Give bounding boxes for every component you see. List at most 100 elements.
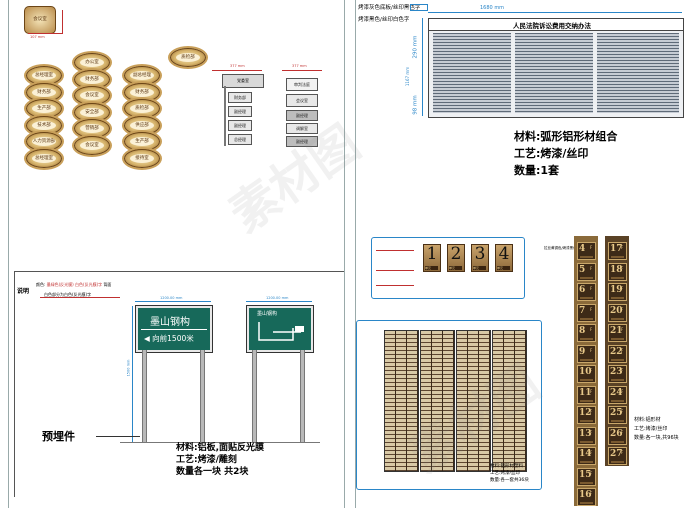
oval-plaque-extra: 质检部 <box>170 48 206 67</box>
room-tile-strip <box>580 420 593 422</box>
room-number: 26 <box>610 428 623 439</box>
sign1-pole-left <box>142 350 147 442</box>
room-floor-suffix: F <box>621 429 624 435</box>
room-number: 6 <box>579 285 586 295</box>
board-side-dim-2: 1167 mm <box>405 66 411 87</box>
note-line-1-d: 背面 <box>103 282 112 287</box>
top-plaque-dimension-v <box>62 10 63 34</box>
unit-card-suffix: 单元 <box>497 266 510 270</box>
room-number: 14 <box>579 449 592 459</box>
board-title: 人民法院诉讼费用交纳办法 <box>513 22 591 30</box>
room-note: 拉丝黄铜色/烤漆黑色字 <box>544 246 581 250</box>
oval-plaque-label: 人力资源部 <box>32 137 56 146</box>
note-line-1-a: 颜色 <box>36 282 44 287</box>
top-plaque-dimension-h <box>28 33 62 34</box>
room-number: 22 <box>610 346 623 357</box>
sign1-dim-label: 1200.00 mm <box>160 296 183 300</box>
grid-quantity: 数量:各一套共36块 <box>490 478 529 483</box>
room-floor-suffix: F <box>590 470 593 476</box>
sign1-title: 墨山钢构 <box>150 317 190 328</box>
room-tile-strip <box>580 399 593 402</box>
small-sign-b-2-label: 会议室 <box>296 98 308 103</box>
sign2-pole-right <box>300 350 305 442</box>
room-number: 20 <box>610 305 623 316</box>
board-title-band <box>429 19 683 31</box>
small-sign-b-3-label: 副经理 <box>296 113 308 118</box>
room-floor-suffix: F <box>590 450 593 455</box>
oval-plaque-label: 会议室 <box>80 140 104 150</box>
oval-plaque: 总经理室 <box>26 66 62 85</box>
sign1-divider <box>141 329 207 330</box>
room-floor-suffix: F <box>621 347 624 353</box>
room-tile-strip <box>580 461 593 463</box>
left-page-edge <box>8 0 9 508</box>
small-sign-b-2: 会议室 <box>286 94 318 107</box>
embed-leader <box>96 436 140 437</box>
oval-plaque-label: 质检部 <box>130 104 154 113</box>
room-number: 8 <box>579 326 586 336</box>
unit-cards-box <box>371 237 525 299</box>
small-sign-a-1-label: 财务部 <box>234 95 246 100</box>
small-sign-a-2: 副经理 <box>228 106 252 117</box>
unit-card-number: 1 <box>426 244 438 264</box>
room-floor-suffix: F <box>590 409 593 414</box>
small-sign-a-4-label: 总经理 <box>234 137 246 142</box>
room-floor-suffix: F <box>590 306 593 312</box>
unit-card-suffix: 单元 <box>449 266 462 270</box>
oval-plaque-label: 财务部 <box>80 74 104 84</box>
small-sign-b-4: 调解室 <box>286 123 318 134</box>
top-plaque: 会议室 <box>24 6 56 34</box>
note-label: 说明 <box>17 288 30 295</box>
top-plaque-dim-label: 107 mm <box>30 35 45 39</box>
notice-board: 人民法院诉讼费用交纳办法 <box>428 18 684 118</box>
room-number: 16 <box>579 490 592 500</box>
room-tile-strip <box>611 317 624 320</box>
room-floor-suffix: F <box>590 327 593 332</box>
room-floor-suffix: F <box>621 245 624 250</box>
board-text-column-2 <box>515 33 593 113</box>
room-floor-suffix: F <box>621 265 624 271</box>
room-floor-suffix: F <box>590 265 593 271</box>
small-sign-dim-label: 377 mm <box>230 64 245 68</box>
room-tile-strip <box>580 256 593 258</box>
small-sign-a-1: 财务部 <box>228 92 252 103</box>
unit-card-number: 3 <box>474 244 486 264</box>
room-number: 25 <box>610 408 623 418</box>
legend-2: 烤漆黑色/丝印白色字 <box>358 17 410 23</box>
oval-plaque: 生产部 <box>26 99 62 118</box>
room-process: 工艺:烤漆/丝印 <box>634 426 668 432</box>
oval-plaque-label: 财务部 <box>32 87 56 97</box>
room-tile-strip <box>611 256 624 258</box>
room-tile-strip <box>611 440 624 443</box>
door-plate-box <box>356 320 542 490</box>
room-tile-strip <box>580 440 593 443</box>
oval-plaque-label: 副总经理 <box>130 71 154 80</box>
sign2-pole-left <box>252 350 257 442</box>
room-number: 21 <box>610 326 623 336</box>
room-tile-strip <box>611 379 624 381</box>
room-floor-suffix: F <box>590 245 593 250</box>
oval-plaque: 财务部 <box>26 82 62 102</box>
board-side-dim <box>422 18 423 116</box>
door-plate-block-2 <box>420 330 455 472</box>
oval-plaque: 副总经理 <box>124 66 160 85</box>
sign2-title: 墨山钢构 <box>257 311 278 317</box>
door-plate-block-4 <box>492 330 527 472</box>
oval-plaque: 接待室 <box>124 148 160 168</box>
room-number: 10 <box>579 367 592 377</box>
oval-plaque: 营销部 <box>74 119 110 138</box>
room-tile-strip <box>611 399 624 402</box>
road-material: 材料:铝板,面贴反光膜 <box>176 443 265 453</box>
small-sign-a-3-label: 副经理 <box>234 123 246 128</box>
sign1-panel: 墨山钢构 ◀ 向前1500米 <box>135 305 213 353</box>
